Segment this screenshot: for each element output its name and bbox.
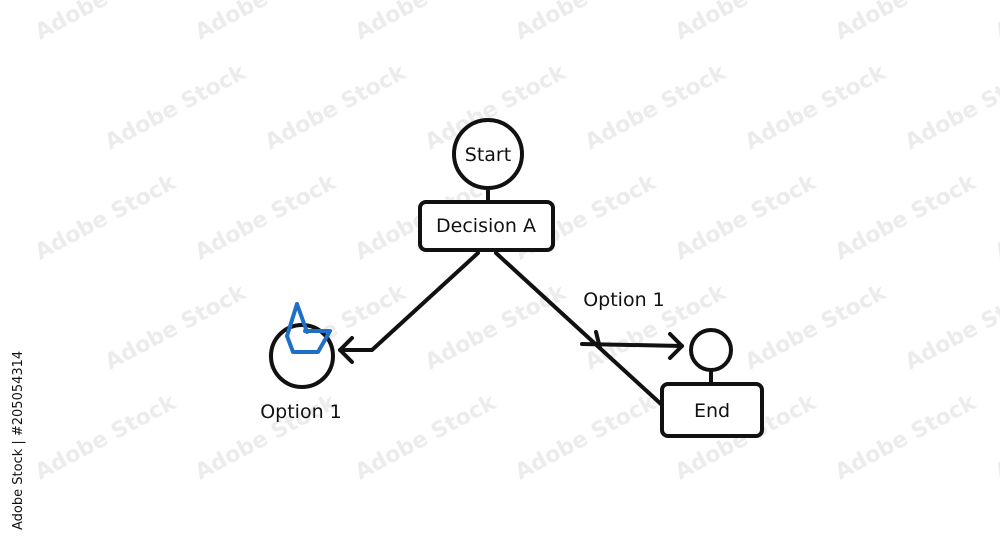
option-edge-tick (594, 330, 602, 350)
watermark-text-10: Adobe Stock (581, 60, 731, 156)
start-label: Start (465, 144, 511, 166)
left-arrowhead (338, 336, 354, 364)
watermark-text-5: Adobe Stock (831, 0, 981, 45)
decision-a-node (418, 200, 555, 252)
watermark-text-1: Adobe Stock (191, 0, 341, 45)
watermark-text-14: Adobe Stock (31, 170, 181, 266)
watermark-text-19: Adobe Stock (831, 170, 981, 266)
watermark-text-12: Adobe Stock (901, 60, 1000, 156)
watermark-text-20: Adobe Stock (991, 170, 1000, 266)
watermark-text-33: Adobe Stock (831, 390, 981, 486)
watermark-text-31: Adobe Stock (511, 390, 661, 486)
start-node (452, 118, 524, 190)
watermark-text-8: Adobe Stock (261, 60, 411, 156)
watermark-text-28: Adobe Stock (31, 390, 181, 486)
watermark-text-2: Adobe Stock (351, 0, 501, 45)
watermark-text-15: Adobe Stock (191, 170, 341, 266)
blue-sail-mast (295, 302, 309, 334)
watermark-text-23: Adobe Stock (421, 280, 571, 376)
watermark-text-30: Adobe Stock (351, 390, 501, 486)
end-node (660, 382, 764, 438)
blue-sail-icon (285, 302, 332, 354)
watermark-text-6: Adobe Stock (991, 0, 1000, 45)
end-label: End (694, 400, 730, 422)
watermark-text-26: Adobe Stock (901, 280, 1000, 376)
watermark-text-18: Adobe Stock (671, 170, 821, 266)
watermark-text-4: Adobe Stock (671, 0, 821, 45)
watermark-text-25: Adobe Stock (741, 280, 891, 376)
watermark-text-7: Adobe Stock (101, 60, 251, 156)
watermark-text-21: Adobe Stock (101, 280, 251, 376)
option-to-circle-edge (580, 342, 684, 348)
right-edge-option-label: Option 1 (583, 289, 665, 311)
left-option-caption: Option 1 (260, 401, 342, 423)
right-arrowhead (668, 332, 684, 360)
decision-to-left-option-edge (338, 251, 480, 352)
watermark-text-11: Adobe Stock (741, 60, 891, 156)
watermark-text-0: Adobe Stock (31, 0, 181, 45)
decision-to-end-edge (494, 251, 664, 407)
decision-a-label: Decision A (436, 215, 536, 237)
small-end-circle (689, 328, 733, 372)
watermark-text-34: Adobe Stock (991, 390, 1000, 486)
blue-sail-outline (285, 302, 332, 354)
watermark-text-3: Adobe Stock (511, 0, 661, 45)
left-option-circle (269, 323, 335, 389)
stock-id-text: Adobe Stock | #205054314 (11, 351, 26, 530)
